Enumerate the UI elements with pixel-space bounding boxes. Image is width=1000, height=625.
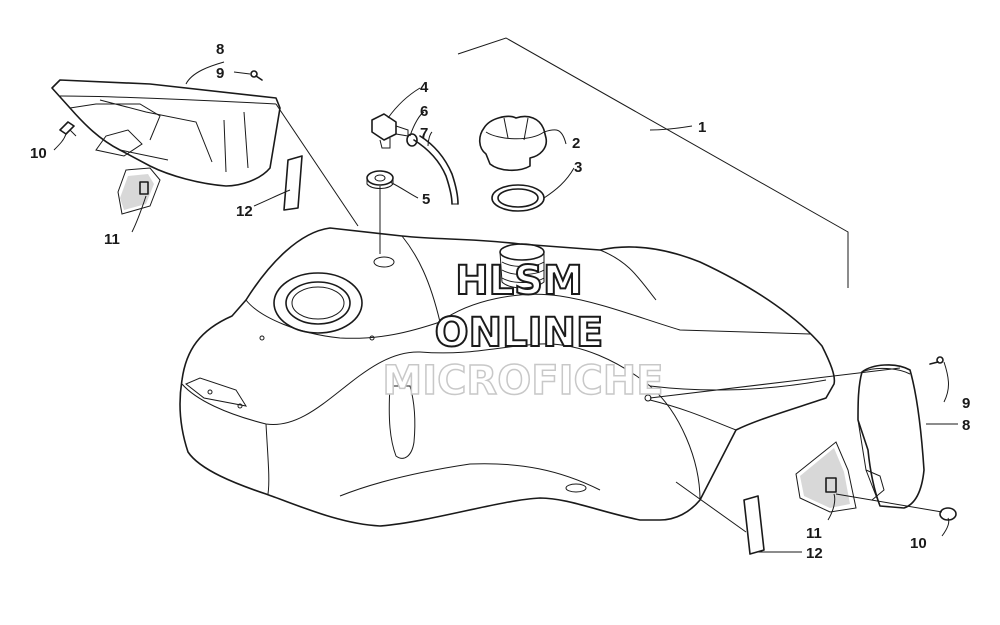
callout-10-right: 10 — [910, 535, 927, 552]
callout-7: 7 — [420, 125, 428, 142]
callout-8-right: 8 — [962, 417, 970, 434]
gas-cap[interactable] — [478, 115, 548, 172]
callouts: 1 2 3 4 6 7 5 8 9 10 11 12 9 8 11 10 12 — [30, 41, 970, 562]
callout-11-right: 11 — [806, 525, 822, 542]
vent-valve[interactable] — [371, 113, 409, 149]
callout-11-left: 11 — [104, 231, 120, 248]
callout-9-right: 9 — [962, 395, 970, 412]
grommet[interactable] — [366, 170, 394, 189]
callout-3: 3 — [574, 159, 582, 176]
rivet-left[interactable] — [59, 121, 77, 137]
leader-lines — [53, 37, 958, 553]
gasket[interactable] — [491, 184, 545, 212]
watermark: HLSM ONLINE MICROFICHE — [382, 257, 665, 405]
callout-8-left: 8 — [216, 41, 224, 58]
fuel-tank[interactable] — [179, 227, 836, 527]
callout-6: 6 — [420, 103, 428, 120]
watermark-line-1: HLSM — [455, 258, 583, 304]
foam-strip-left[interactable] — [283, 155, 303, 211]
callout-1: 1 — [698, 119, 706, 136]
watermark-line-3: MICROFICHE — [382, 358, 663, 404]
clamp-washer[interactable] — [406, 133, 418, 147]
callout-2: 2 — [572, 135, 580, 152]
side-panel-left[interactable] — [51, 79, 281, 187]
side-panel-right[interactable] — [857, 364, 925, 509]
rivet-right[interactable] — [939, 507, 957, 521]
vent-hose[interactable] — [413, 135, 459, 205]
callout-9-left: 9 — [216, 65, 224, 82]
callout-5: 5 — [422, 191, 430, 208]
callout-12-right: 12 — [806, 545, 823, 562]
screw-left[interactable] — [250, 70, 263, 81]
bracket-right[interactable] — [795, 441, 857, 513]
bracket-left[interactable] — [117, 167, 161, 215]
callout-4: 4 — [420, 79, 429, 96]
callout-10-left: 10 — [30, 145, 47, 162]
watermark-line-2: ONLINE — [435, 310, 604, 356]
foam-strip-right[interactable] — [743, 495, 765, 555]
screw-right[interactable] — [929, 356, 944, 365]
callout-12-left: 12 — [236, 203, 253, 220]
